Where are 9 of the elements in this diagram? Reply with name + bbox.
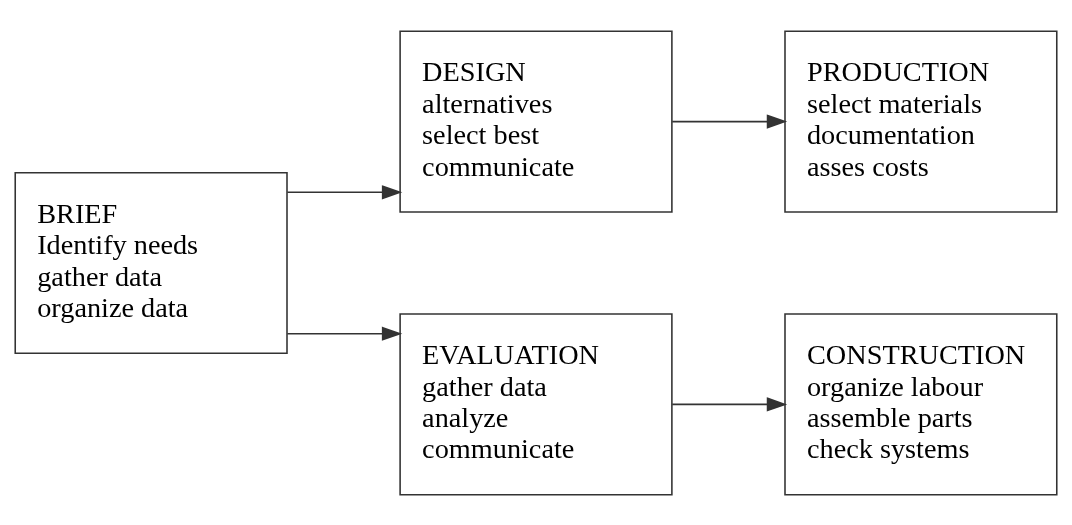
node-box: CONSTRUCTION organize labour assemble parts check systems	[784, 312, 1058, 495]
arrow	[286, 326, 403, 341]
node-box: PRODUCTION select materials documentation asses costs	[784, 30, 1058, 213]
node-box: EVALUATION gather data analyze communicate	[399, 312, 673, 495]
node-box: DESIGN alternatives select best communicate	[399, 30, 673, 213]
arrow	[671, 396, 788, 412]
arrow	[671, 113, 788, 129]
arrow	[286, 184, 403, 199]
node-box: BRIEF Identify needs gather data organize data	[14, 171, 288, 354]
